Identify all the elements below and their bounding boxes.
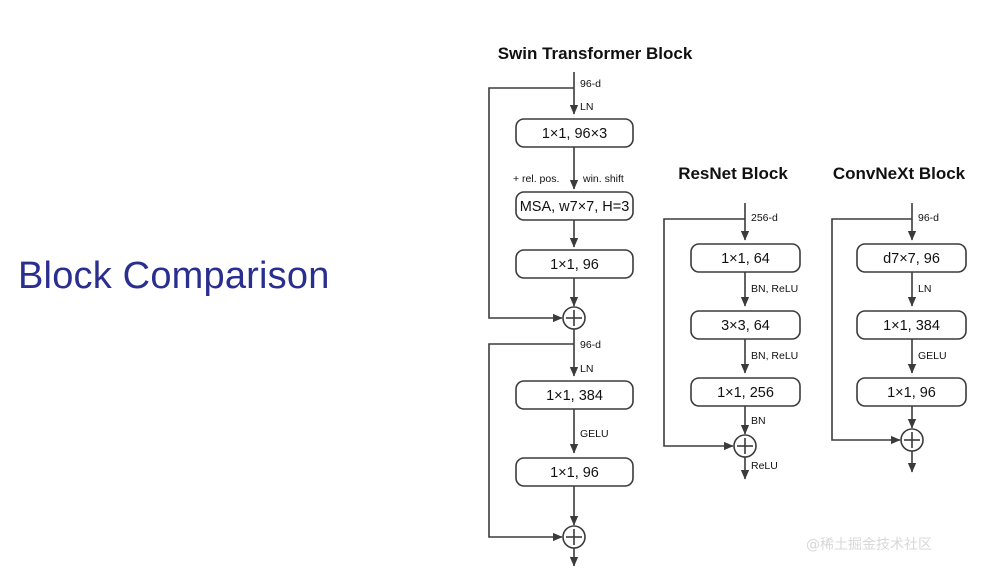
swin-box-4-label: 1×1, 384 — [546, 388, 603, 404]
swin-mid-label: 96-d — [580, 339, 601, 351]
swin-box-5-label: 1×1, 96 — [550, 465, 599, 481]
resnet-skip-connection — [663, 218, 745, 451]
swin-box-2-label: MSA, w7×7, H=3 — [520, 199, 630, 215]
convnext-ln-label: LN — [918, 283, 931, 295]
swin-skip-connection-2 — [488, 343, 574, 542]
swin-skip-connection-1 — [488, 87, 574, 323]
resnet-input-label: 256-d — [751, 212, 778, 224]
resnet-bn-relu-2-label: BN, ReLU — [751, 350, 798, 362]
resnet-bn-label: BN — [751, 415, 766, 427]
swin-input-label: 96-d — [580, 78, 601, 90]
swin-ln1-label: LN — [580, 101, 593, 113]
resnet-block-title: ResNet Block — [678, 164, 788, 183]
page-title: Block Comparison — [18, 255, 330, 297]
swin-box-1-label: 1×1, 96×3 — [542, 126, 607, 142]
resnet-bn-relu-1-label: BN, ReLU — [751, 283, 798, 295]
swin-ln2-label: LN — [580, 363, 593, 375]
swin-win-shift-label: win. shift — [582, 173, 624, 185]
convnext-skip-connection — [831, 218, 912, 445]
swin-block-title: Swin Transformer Block — [498, 44, 693, 63]
resnet-box-1-label: 1×1, 64 — [721, 251, 770, 267]
swin-box-3-label: 1×1, 96 — [550, 257, 599, 273]
watermark: @稀土掘金技术社区 — [806, 537, 932, 553]
convnext-box-2-label: 1×1, 384 — [883, 318, 940, 334]
convnext-box-3-label: 1×1, 96 — [887, 385, 936, 401]
convnext-block-title: ConvNeXt Block — [833, 164, 966, 183]
convnext-gelu-label: GELU — [918, 350, 947, 362]
swin-rel-pos-label: + rel. pos. — [513, 173, 559, 185]
convnext-input-label: 96-d — [918, 212, 939, 224]
resnet-box-3-label: 1×1, 256 — [717, 385, 774, 401]
resnet-relu-label: ReLU — [751, 460, 778, 472]
swin-gelu-label: GELU — [580, 428, 609, 440]
convnext-box-1-label: d7×7, 96 — [883, 251, 940, 267]
resnet-box-2-label: 3×3, 64 — [721, 318, 770, 334]
